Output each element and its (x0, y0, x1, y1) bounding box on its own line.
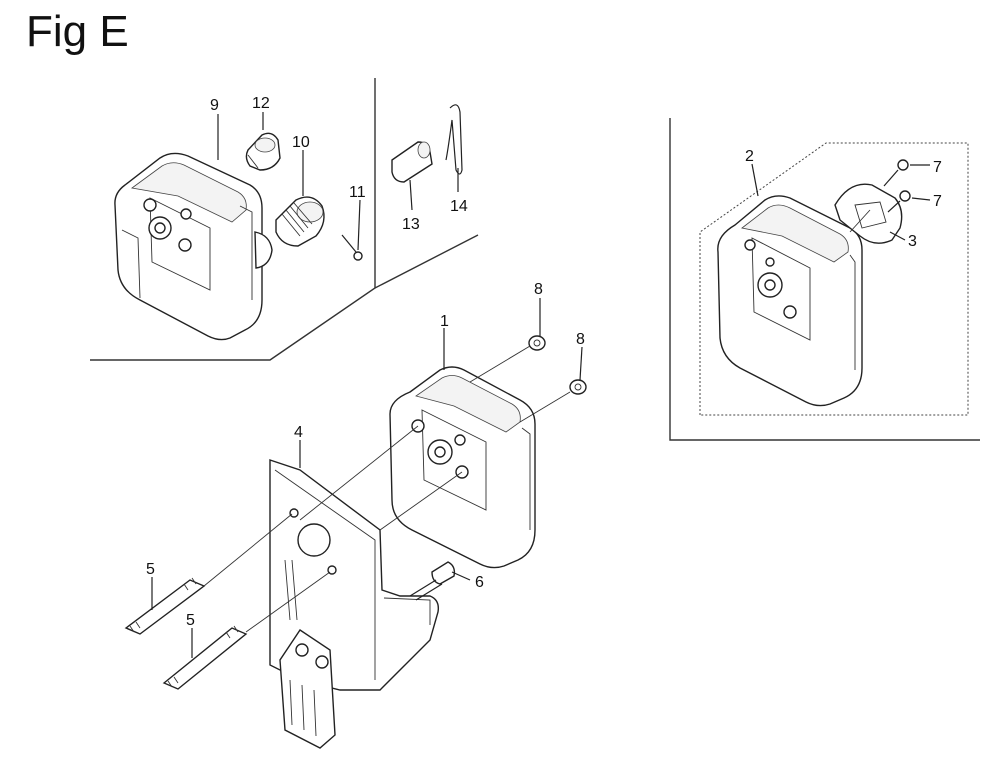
callout-5a: 5 (146, 561, 155, 578)
inset-frame-top-left (90, 78, 479, 361)
callout-8b: 8 (576, 331, 585, 348)
figure-title: Fig E (26, 7, 129, 56)
callout-1: 1 (440, 313, 449, 330)
screw-part-11 (341, 234, 363, 261)
callout-5b: 5 (186, 612, 195, 629)
muffler-part-9 (114, 152, 273, 341)
callout-leaders (151, 112, 931, 658)
muffler-part-2 (717, 195, 863, 407)
callout-13: 13 (402, 216, 420, 233)
callout-3: 3 (908, 233, 917, 250)
spark-arrester-part-12 (245, 132, 281, 171)
nut-part-8a (528, 335, 546, 351)
assembly-guide-lines (203, 209, 871, 633)
stud-bolt-part-5b (162, 625, 248, 690)
screw-part-7a (883, 159, 909, 187)
callout-2: 2 (745, 148, 754, 165)
bolt-part-6 (409, 561, 456, 601)
guard-plate-part-3 (834, 183, 903, 244)
callout-11: 11 (349, 184, 366, 201)
callout-9: 9 (210, 97, 219, 114)
nut-part-8b (569, 379, 587, 395)
callout-4: 4 (294, 424, 303, 441)
callout-6: 6 (475, 574, 484, 591)
clip-part-14 (445, 104, 463, 175)
collar-part-13 (391, 141, 433, 183)
callout-14: 14 (450, 198, 468, 215)
callout-7a: 7 (933, 159, 942, 176)
callout-10: 10 (292, 134, 310, 151)
inset-frame-right (669, 118, 980, 441)
screw-part-7b (887, 190, 911, 213)
callout-8a: 8 (534, 281, 543, 298)
screen-part-10 (275, 196, 325, 247)
muffler-part-1 (389, 366, 536, 569)
callout-labels: 9 12 10 11 13 14 1 8 8 4 5 5 6 2 7 7 3 (146, 95, 942, 629)
callout-12: 12 (252, 95, 270, 112)
callout-7b: 7 (933, 193, 942, 210)
bracket-part-4 (269, 459, 440, 749)
